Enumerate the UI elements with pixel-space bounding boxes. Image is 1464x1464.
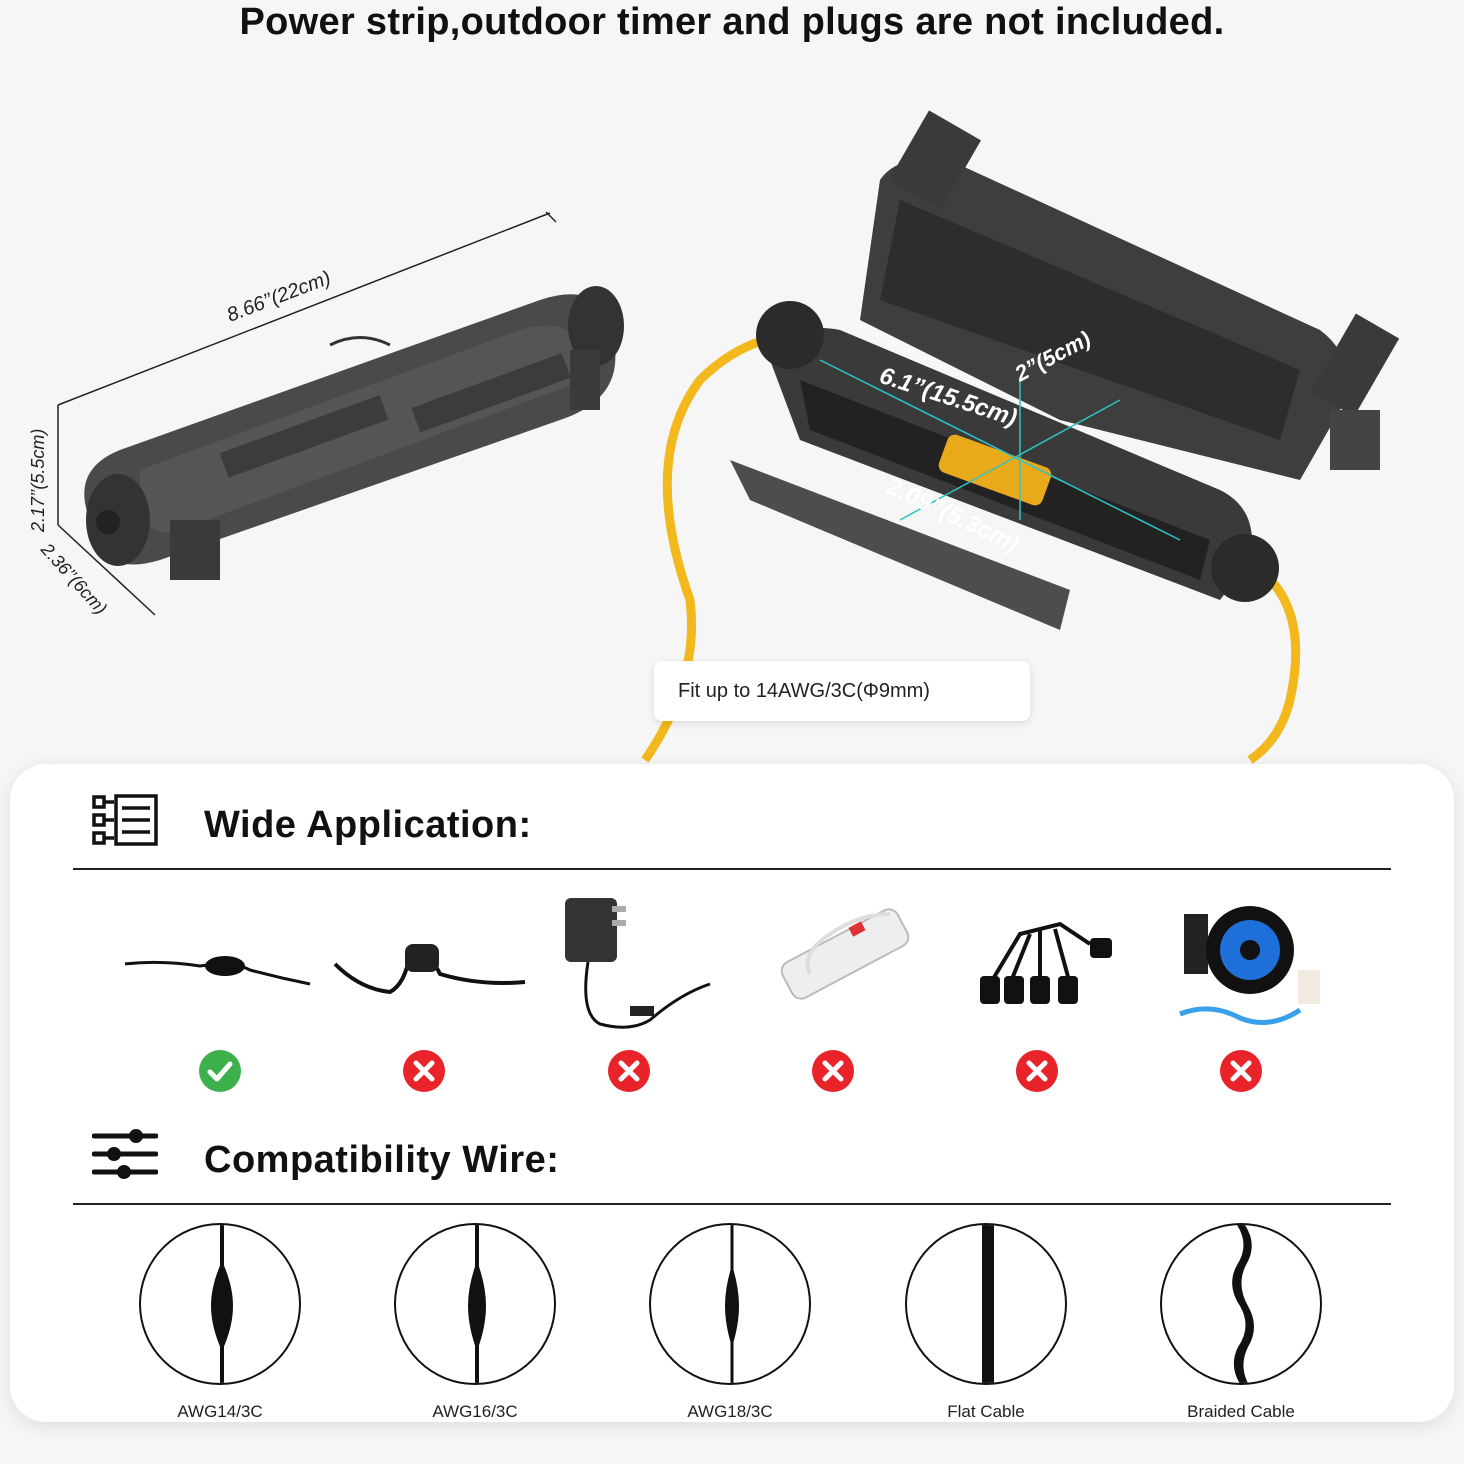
incompatible-cross-icon [403,1050,445,1092]
height-dimension-label: 2.17’’(5.5cm) [28,429,48,533]
fit-capacity-label: Fit up to 14AWG/3C(Φ9mm) [654,661,1030,721]
incompatible-cross-icon [1220,1050,1262,1092]
wire-label: AWG16/3C [432,1402,518,1421]
incompatible-cross-icon [1016,1050,1058,1092]
app-extension-cord [120,894,320,1034]
wide-application-title: Wide Application: [204,804,532,846]
dimension-lines [57,211,557,616]
flat-cable-icon [982,1225,994,1383]
wire-awg16-circle [394,1223,556,1385]
bulge-wire-icon [725,1225,739,1383]
power-strip-icon [780,908,910,1000]
wire-label: Flat Cable [947,1402,1025,1421]
bulge-wire-icon [468,1225,486,1383]
length-dimension-label: 8.66’’(22cm) [224,267,334,327]
wire-label: AWG18/3C [687,1402,773,1421]
list-tree-icon [92,794,158,851]
compatibility-wire-divider [73,1203,1391,1205]
cord-reel-icon [1179,906,1320,1025]
power-adapter-icon [565,898,711,1029]
product-illustration: 8.66’’(22cm) 2.17’’(5.5cm) 2.36’’(6cm) 6… [0,60,1464,780]
bulge-wire-icon [211,1225,233,1383]
incompatible-cross-icon [812,1050,854,1092]
open-junction-box [730,110,1400,630]
plug-cord-icon [333,944,526,995]
closed-junction-box [84,286,624,580]
compatible-check-icon [199,1050,241,1092]
app-splitter-cord [960,894,1160,1034]
app-cord-reel [1170,894,1370,1034]
headline: Power strip,outdoor timer and plugs are … [239,1,1225,43]
sliders-icon [91,1126,159,1187]
features-card: Wide Application: [10,764,1454,1422]
compatibility-wire-title: Compatibility Wire: [204,1139,560,1181]
wire-awg14-circle [139,1223,301,1385]
incompatible-cross-icon [608,1050,650,1092]
app-power-adapter [540,884,740,1029]
wide-application-divider [73,868,1391,870]
wire-braided-circle [1160,1223,1322,1385]
extension-cord-icon [124,956,311,986]
braided-cable-icon [1232,1225,1254,1383]
splitter-cord-icon [980,921,1112,1004]
inner-dimension-lines [819,359,1181,541]
wire-label: Braided Cable [1187,1402,1295,1421]
product-drawing: 8.66’’(22cm) 2.17’’(5.5cm) 2.36’’(6cm) 6… [28,110,1400,764]
wire-awg18-circle [649,1223,811,1385]
app-power-strip [750,894,950,1034]
app-plug-cord [330,894,530,1034]
wire-flat-circle [905,1223,1067,1385]
wire-label: AWG14/3C [177,1402,263,1421]
